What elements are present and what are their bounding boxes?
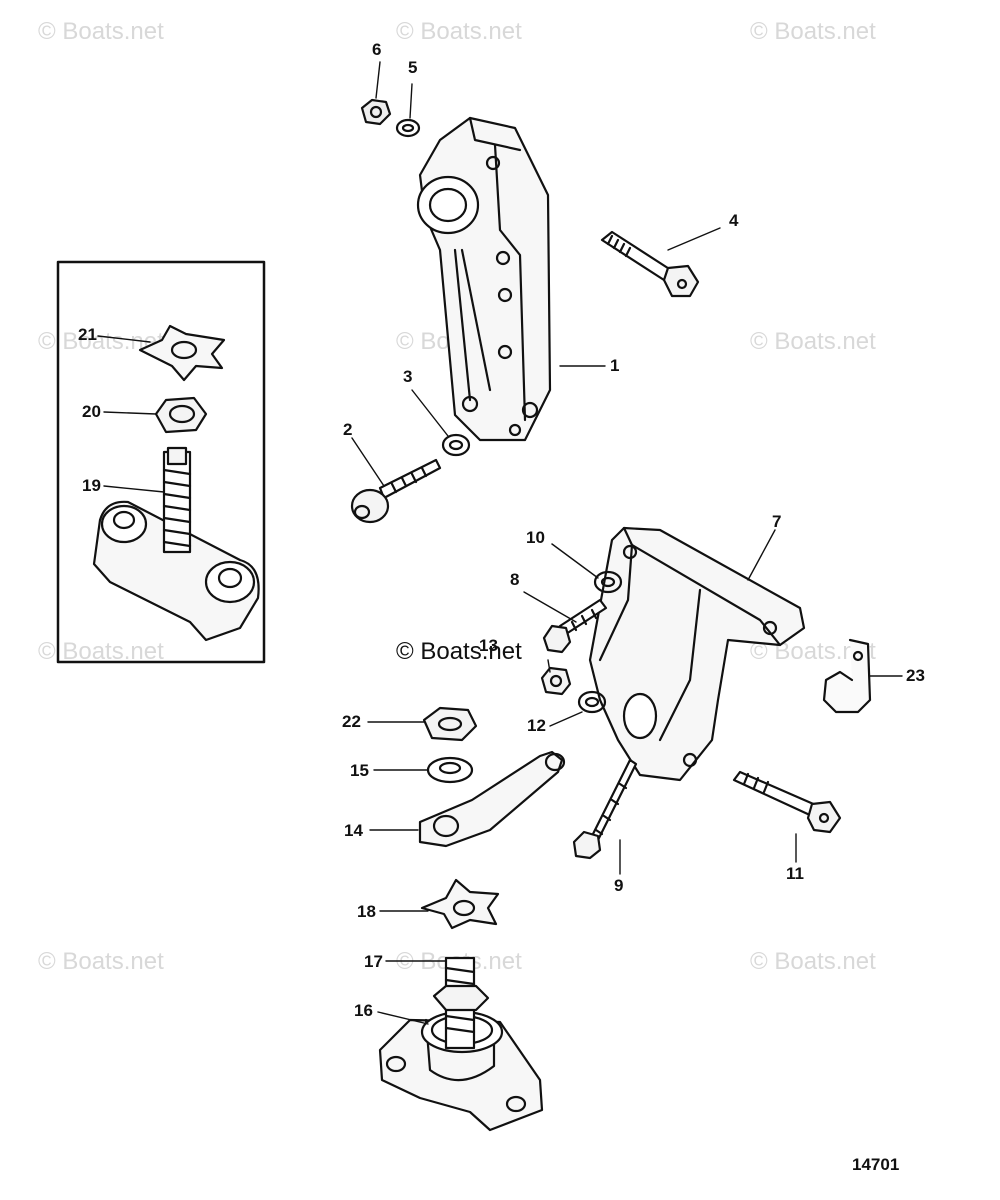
watermark: © Boats.net <box>38 948 164 975</box>
clamp-icon <box>822 638 872 714</box>
callout-1: 1 <box>610 356 620 375</box>
tab-washer-icon <box>420 878 500 930</box>
callout-10: 10 <box>526 528 545 547</box>
callout-19: 19 <box>82 476 101 495</box>
callout-9: 9 <box>614 876 624 895</box>
callout-18: 18 <box>357 902 376 921</box>
tab-washer-icon <box>138 324 226 382</box>
watermark-center: © Boats.net <box>396 638 522 665</box>
callout-7: 7 <box>772 512 782 531</box>
stud-icon <box>572 758 638 860</box>
bolt-icon <box>542 598 608 654</box>
callout-4: 4 <box>729 211 739 230</box>
watermark: © Boats.net <box>750 948 876 975</box>
washer-icon <box>593 570 623 594</box>
callout-22: 22 <box>342 712 361 731</box>
watermark: © Boats.net <box>750 328 876 355</box>
washer-icon <box>395 118 421 138</box>
callout-17: 17 <box>364 952 383 971</box>
nut-icon <box>422 706 478 742</box>
callout-12: 12 <box>527 716 546 735</box>
callout-5: 5 <box>408 58 418 77</box>
washer-icon <box>426 756 474 784</box>
watermark: © Boats.net <box>396 18 522 45</box>
callout-2: 2 <box>343 420 353 439</box>
lower-mount-bracket-icon <box>588 526 806 782</box>
link-rod-icon <box>92 446 260 642</box>
watermark: © Boats.net <box>750 18 876 45</box>
upper-mount-bracket-icon <box>416 116 552 442</box>
callout-21: 21 <box>78 325 97 344</box>
nut-icon <box>360 98 392 126</box>
callout-16: 16 <box>354 1001 373 1020</box>
callout-3: 3 <box>403 367 413 386</box>
rubber-mount-icon <box>378 956 544 1132</box>
watermark: © Boats.net <box>38 18 164 45</box>
bolt-icon <box>600 230 700 298</box>
inset-frame <box>56 260 266 664</box>
washer-icon <box>577 690 607 714</box>
callout-15: 15 <box>350 761 369 780</box>
nut-icon <box>154 396 208 434</box>
callout-13: 13 <box>479 636 498 655</box>
bolt-icon <box>732 770 842 834</box>
washer-icon <box>441 433 471 457</box>
callout-20: 20 <box>82 402 101 421</box>
nut-icon <box>540 666 572 696</box>
callout-6: 6 <box>372 40 382 59</box>
callout-23: 23 <box>906 666 925 685</box>
figure-number: 14701 <box>852 1155 900 1174</box>
leader-lines <box>97 61 903 1025</box>
callout-11: 11 <box>786 864 804 883</box>
callout-14: 14 <box>344 821 363 840</box>
callout-8: 8 <box>510 570 520 589</box>
pin-icon <box>418 750 566 848</box>
socket-screw-icon <box>350 458 442 524</box>
